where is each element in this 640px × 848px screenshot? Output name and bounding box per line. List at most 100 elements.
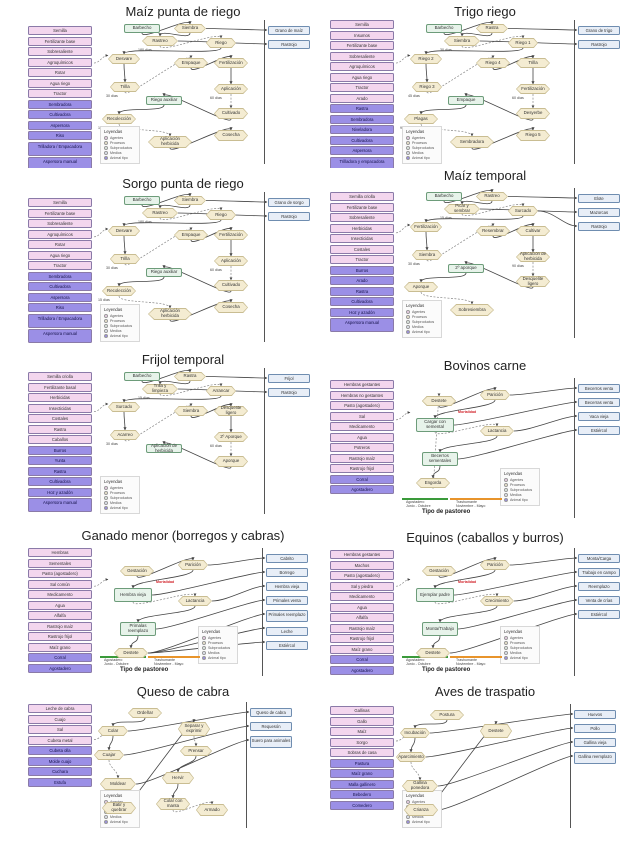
output-item: Reemplazo [578,582,620,591]
trashumante-bar [450,498,502,500]
flow-arrow [424,47,524,55]
flow-arrow [162,265,232,293]
legend-label: Agentes [110,485,124,490]
process-node: Ejemplar padre [416,588,454,602]
duration-label: 180 días [138,48,152,52]
input-item: Tractor [28,261,92,270]
process-node: Separar y exprimir [178,722,210,736]
legend-title: Leyendas [104,793,123,798]
process-node: Desvare [108,54,140,64]
legend-label: Animal tipo [412,820,430,825]
mortality-label: Mortalidad [458,410,477,414]
input-item: Agroquímicos [28,229,92,239]
flow-arrow [205,376,268,380]
input-item: Cultivadora [28,110,92,119]
input-item: Sobresaliente [330,51,394,61]
legend-label: Medios [208,651,220,656]
input-item: Riso [28,131,92,140]
legend-title: Leyendas [104,479,123,484]
flow-arrow [207,556,266,566]
output-item: Primales reemplazo [266,610,308,622]
input-item: Hembras gestantes [330,380,394,389]
input-item: Pastura [330,758,394,768]
process-node: Fertilización [410,222,442,232]
panel-equinos: Equinos (caballos y burros) [330,530,640,680]
flow-arrow [169,299,233,322]
input-item: Sembradora [330,114,394,124]
flow-arrow [131,569,194,589]
flow-arrow [509,556,578,566]
flow-arrow [159,383,223,396]
process-node: Trilla [110,82,140,92]
input-item: Semilla [28,198,92,207]
flow-arrow [437,740,574,787]
legend-title: Leyendas [406,303,425,308]
legend-swatch [504,482,508,487]
flow-arrow [460,32,493,37]
legend-swatch [104,495,108,500]
input-item: Rastrojo maíz [330,453,394,463]
duration-label: 60 días [512,96,524,100]
input-item: Arado [330,276,394,285]
panel-bovinos: Bovinos carne [330,358,640,522]
flow-arrow [151,570,266,596]
legend-row: Procesos [202,640,234,645]
process-node: Crianza [404,804,438,816]
input-item: Costales [28,414,92,423]
pastoreo-label: Trashumante [456,658,478,662]
legend-label: Subproductos [110,145,133,150]
process-node: Arrancar [206,386,236,396]
legend-row: Animal tipo [104,506,136,511]
input-item: Rastra [28,424,92,434]
input-item: Sobresaliente [28,219,92,228]
legend-label: Agentes [412,799,426,804]
input-item: Tractor [28,89,92,98]
legend-row: Procesos [406,140,438,145]
process-node: Lactancia [178,596,212,606]
legend-row: Medios [104,329,136,334]
output-item: Rastrojo [268,212,310,221]
process-node: Rastreo [142,36,178,46]
flow-arrow [205,28,268,32]
legend-row: Animal tipo [504,498,536,503]
panel-title: Frijol temporal [141,352,225,367]
flow-arrow [141,369,192,383]
flow-arrow [492,55,535,70]
process-node: Siembra [412,250,442,260]
flow-arrow [443,189,494,203]
output-item: Cabrito [266,554,308,563]
legend-label: Procesos [412,314,427,319]
panel-title: Bovinos carne [443,358,527,373]
process-node: Cultivado [214,108,248,119]
legend-label: Agentes [412,309,426,314]
flow-arrow [431,635,441,649]
input-item: Hembras no gestantes [330,390,394,400]
legend-row: Animal tipo [104,334,136,339]
flow-arrow [190,55,233,70]
process-node: Aporque [404,282,438,292]
panel-title: Aves de traspatio [434,684,536,699]
process-node: Engorda [416,478,450,488]
legend-swatch [406,145,410,150]
output-item: Vaca vieja [578,412,620,421]
process-node: Becerros sementales [422,452,458,466]
legend-label: Agentes [510,635,524,640]
process-node: Resembrar [476,226,510,236]
legend-label: Medios [412,151,424,156]
legend-title: Leyendas [406,129,425,134]
flow-arrow [124,227,193,266]
input-item: Maíz [330,727,394,736]
process-node: Trilla y limpieza [142,384,178,394]
input-item: Hoz y azadón [330,307,394,317]
process-node: Empaque [448,96,484,105]
panel-queso: Queso de cabra [28,684,338,832]
flow-arrow [431,465,441,479]
